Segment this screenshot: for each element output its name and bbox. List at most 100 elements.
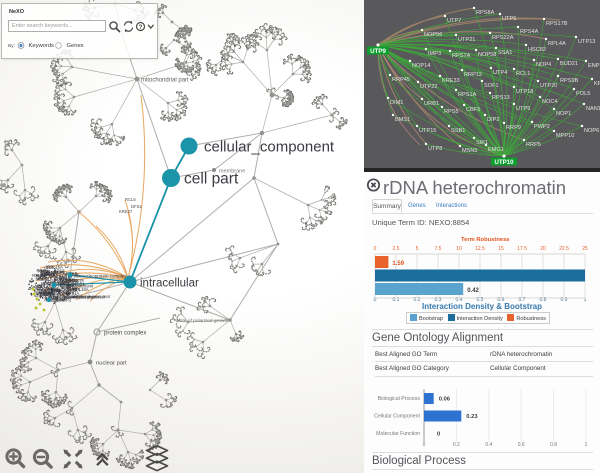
svg-text:0.6: 0.6 [518,442,525,448]
svg-text:DFS1: DFS1 [131,204,142,209]
svg-text:process: process [55,280,70,285]
svg-text:RRP5: RRP5 [54,270,66,275]
svg-text:0.23: 0.23 [466,414,478,420]
svg-text:RPS22A: RPS22A [492,35,514,41]
svg-text:NOP4: NOP4 [536,62,551,68]
svg-text:RPS5: RPS5 [37,268,49,273]
svg-text:UTP20: UTP20 [540,83,557,89]
svg-text:1.59: 1.59 [392,261,404,267]
svg-text:ENP1: ENP1 [588,63,600,69]
svg-text:KRE27: KRE27 [119,209,133,214]
svg-text:UTP7: UTP7 [447,18,461,24]
svg-text:40S: 40S [34,293,42,298]
svg-text:0.06: 0.06 [439,397,451,403]
svg-text:SIK1: SIK1 [476,140,488,146]
svg-text:ribosomal subunit precursor: ribosomal subunit precursor [55,294,111,299]
svg-text:RPS1A: RPS1A [53,295,67,300]
svg-text:20: 20 [540,246,546,252]
svg-text:riboso: riboso [44,265,56,270]
svg-text:NOP1: NOP1 [62,287,74,292]
svg-text:cell part: cell part [184,171,239,188]
svg-text:RPL7A: RPL7A [42,288,55,293]
svg-text:site of polarized growth: site of polarized growth [179,318,229,324]
svg-text:RPS5: RPS5 [444,109,459,115]
svg-text:KRI1: KRI1 [594,81,600,87]
svg-text:RRP9: RRP9 [506,125,521,131]
svg-text:DIM1: DIM1 [390,100,403,106]
svg-text:0.8: 0.8 [540,297,547,303]
svg-text:RPS1A: RPS1A [458,92,477,98]
svg-text:CBF5: CBF5 [466,107,480,113]
svg-text:NUL04: NUL04 [60,278,74,283]
svg-text:0: 0 [374,297,377,303]
svg-text:90S: 90S [59,280,67,285]
svg-text:NOP1: NOP1 [36,274,48,279]
svg-text:0: 0 [423,442,426,448]
svg-text:NOP1: NOP1 [48,286,60,291]
svg-text:ribonucleoprotein complex: ribonucleoprotein complex [74,274,127,279]
svg-text:BUD21: BUD21 [560,61,578,67]
svg-text:EMG1: EMG1 [488,147,504,153]
svg-text:MSN5: MSN5 [462,148,478,154]
svg-text:0.6: 0.6 [498,297,505,303]
svg-text:10: 10 [456,246,462,252]
svg-text:12.5: 12.5 [475,246,485,252]
svg-text:NUL04: NUL04 [51,270,65,275]
svg-text:POL5: POL5 [576,91,590,97]
svg-text:NOP6: NOP6 [584,128,599,134]
svg-text:RPL7A: RPL7A [38,283,51,288]
svg-text:RPS17B: RPS17B [546,21,568,27]
svg-text:UTP5: UTP5 [516,106,530,112]
svg-text:SSU: SSU [56,298,65,303]
svg-text:RPS7A: RPS7A [452,53,471,59]
svg-text:KRE33: KRE33 [442,78,460,84]
svg-text:UTP21: UTP21 [458,37,475,43]
svg-text:URB1: URB1 [424,101,439,107]
svg-text:RPS9B: RPS9B [560,78,579,84]
svg-text:UTP10: UTP10 [494,159,514,166]
svg-text:precur: precur [41,289,53,294]
svg-text:mitochondrial part: mitochondrial part [141,78,189,84]
svg-text:NOB1: NOB1 [49,288,61,293]
svg-text:NOP1: NOP1 [556,111,571,117]
svg-text:RPL4: RPL4 [40,291,51,296]
svg-text:NOP1: NOP1 [36,276,48,281]
svg-text:DIM1: DIM1 [45,291,56,296]
svg-text:protein complex: protein complex [104,331,146,337]
svg-text:rRNA: rRNA [46,270,56,275]
svg-text:RPL16A: RPL16A [47,265,63,270]
svg-text:UTP9: UTP9 [370,48,386,55]
svg-text:0: 0 [437,432,440,438]
svg-text:90S: 90S [40,292,48,297]
svg-text:RPS5: RPS5 [69,272,81,277]
svg-text:RRP5: RRP5 [65,288,77,293]
svg-text:DIM1: DIM1 [41,269,52,274]
svg-text:RCL5: RCL5 [125,197,136,202]
svg-text:90S: 90S [63,276,71,281]
svg-text:process: process [69,278,84,283]
svg-text:0.4: 0.4 [485,442,492,448]
svg-text:1: 1 [584,297,587,303]
svg-text:HSC82: HSC82 [528,47,546,53]
svg-text:RPS13: RPS13 [492,95,510,101]
svg-text:0.2: 0.2 [414,297,421,303]
svg-text:UTP6: UTP6 [502,16,516,22]
svg-text:60S: 60S [67,282,75,287]
svg-text:process: process [40,294,55,299]
svg-text:DIP2: DIP2 [487,117,499,123]
svg-text:SSB1: SSB1 [451,128,465,134]
svg-text:nuclear part: nuclear part [96,361,127,367]
svg-text:0.7: 0.7 [519,297,526,303]
svg-text:TIF6: TIF6 [61,285,70,290]
svg-text:PWP2: PWP2 [534,124,550,130]
svg-text:SOF1: SOF1 [484,83,499,89]
svg-text:cellular_component: cellular_component [204,139,335,156]
svg-text:subunit: subunit [45,296,59,301]
svg-text:60S: 60S [51,295,59,300]
svg-text:compl: compl [60,279,71,284]
svg-text:NOB1: NOB1 [56,289,68,294]
svg-text:22.5: 22.5 [559,246,569,252]
svg-text:Biological Process: Biological Process [378,396,421,402]
svg-text:0.9: 0.9 [561,297,568,303]
svg-text:15: 15 [498,246,504,252]
